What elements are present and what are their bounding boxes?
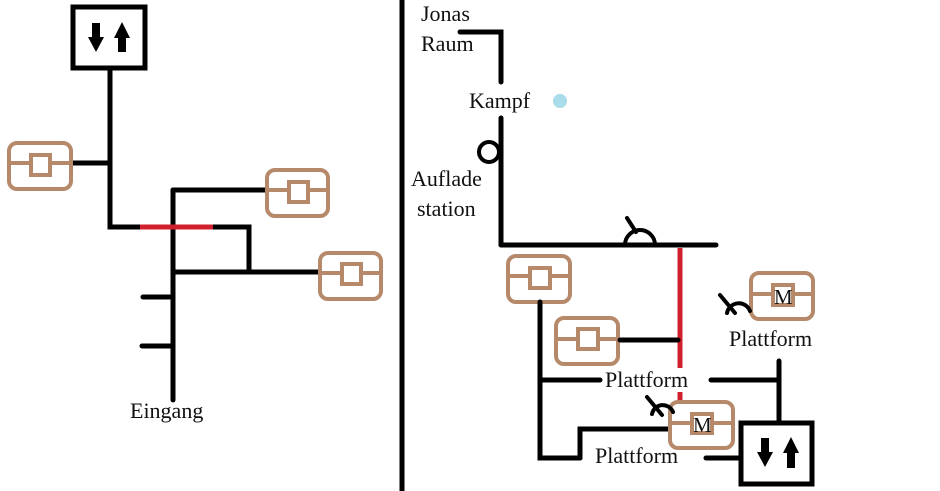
m-chest-label: M xyxy=(693,413,712,437)
elevator-box xyxy=(70,4,148,71)
jonas-room-label-2: Raum xyxy=(421,31,474,56)
platform-label-1: Plattform xyxy=(729,326,812,351)
charging-label-2: station xyxy=(417,196,476,221)
corridor xyxy=(107,65,143,230)
charging-station-marker[interactable] xyxy=(477,140,501,164)
m-chest[interactable]: M xyxy=(668,400,735,450)
jonas-room-label-1: Jonas xyxy=(421,1,470,26)
m-chest-label: M xyxy=(774,285,793,309)
right-map: Jonas Raum Kampf Auflade station xyxy=(411,1,815,487)
charging-label-1: Auflade xyxy=(411,166,482,191)
elevator-right[interactable] xyxy=(738,420,815,487)
fight-label: Kampf xyxy=(469,88,531,113)
door-icon xyxy=(645,395,675,417)
chest[interactable] xyxy=(318,251,383,301)
chest[interactable] xyxy=(506,254,572,304)
corridor xyxy=(457,29,504,85)
door-icon xyxy=(718,293,752,315)
corridor xyxy=(210,224,252,275)
left-map: Eingang xyxy=(7,4,383,423)
elevator-up-down-icon xyxy=(757,437,799,468)
entrance-label: Eingang xyxy=(130,398,203,423)
door-icon xyxy=(623,216,657,247)
chest[interactable] xyxy=(554,316,620,366)
corridor xyxy=(537,299,583,461)
m-chest[interactable]: M xyxy=(749,271,815,321)
chest[interactable] xyxy=(265,168,330,218)
chest[interactable] xyxy=(7,141,73,191)
platform-label-3: Plattform xyxy=(595,443,678,468)
elevator-up-down-icon xyxy=(88,22,130,52)
platform-label-2: Plattform xyxy=(605,367,688,392)
elevator-left[interactable] xyxy=(70,4,148,71)
corridor xyxy=(577,426,673,461)
elevator-box xyxy=(738,420,815,487)
fight-marker[interactable] xyxy=(553,94,567,108)
